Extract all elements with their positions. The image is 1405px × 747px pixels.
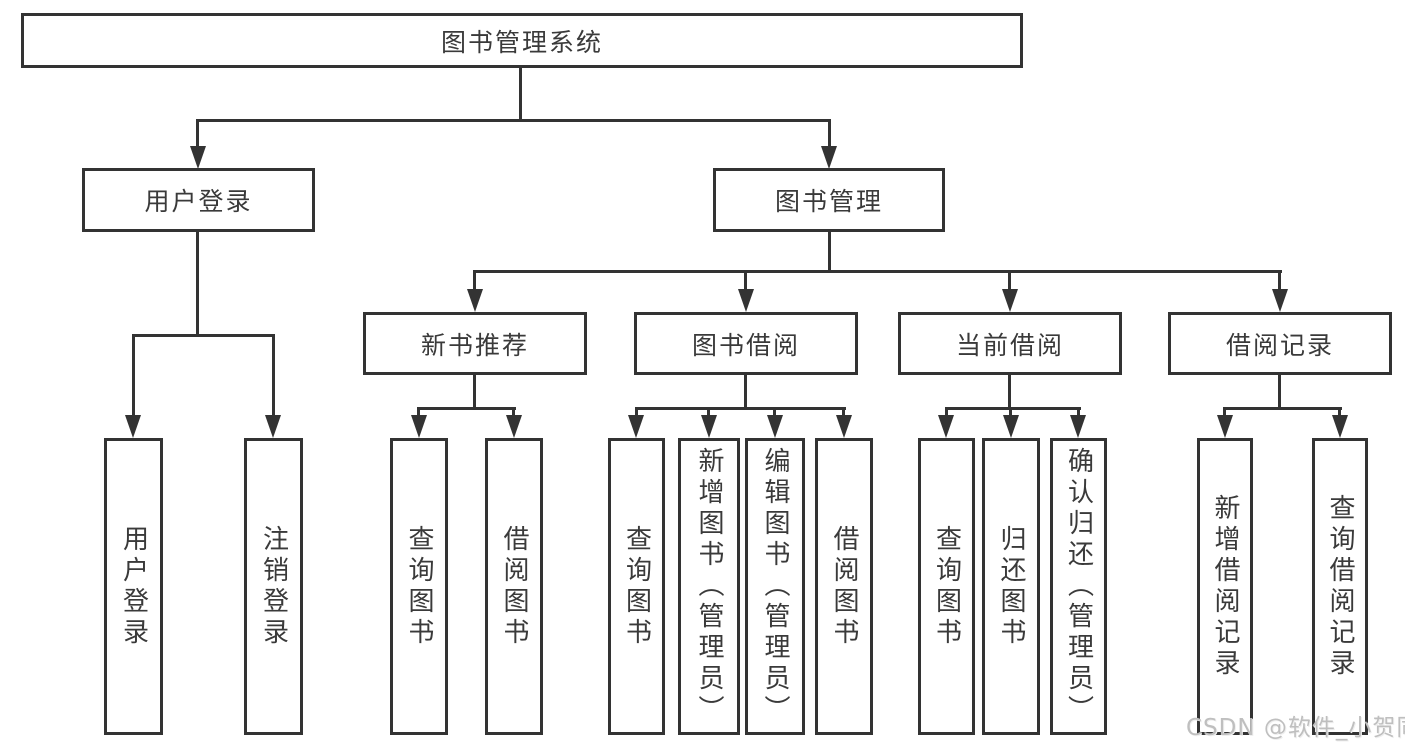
arrowhead-down-icon xyxy=(701,415,717,438)
leaf-borrow-books: 借阅图书 xyxy=(815,438,873,735)
leaf-label: 查询图书 xyxy=(931,524,962,649)
connector-leaf-drop xyxy=(773,407,776,418)
node-user-login: 用户登录 xyxy=(82,168,315,232)
connector-user-login-drop xyxy=(196,119,199,149)
arrowhead-down-icon xyxy=(1217,415,1233,438)
connector-l3-drop xyxy=(1008,270,1011,292)
node-current-borrow: 当前借阅 xyxy=(898,312,1122,375)
node-borrow-records-label: 借阅记录 xyxy=(1225,330,1334,360)
leaf-add-books-admin: 新增图书（管理员） xyxy=(678,438,740,735)
arrowhead-down-icon xyxy=(1332,415,1348,438)
leaf-label: 归还图书 xyxy=(996,524,1026,649)
leaf-label: 编辑图书（管理员） xyxy=(760,447,790,726)
connector-rail xyxy=(635,407,846,410)
arrowhead-down-icon xyxy=(767,415,783,438)
arrowhead-down-icon xyxy=(506,415,522,438)
node-new-book-recommend: 新书推荐 xyxy=(363,312,587,375)
leaf-query-books-recommend: 查询图书 xyxy=(390,438,448,735)
connector-stem xyxy=(744,375,747,410)
connector-l3-drop xyxy=(1278,270,1281,292)
connector-leaf-drop xyxy=(1077,407,1080,418)
leaf-label: 注销登录 xyxy=(258,524,289,649)
leaf-query-books-borrow: 查询图书 xyxy=(608,438,665,735)
leaf-label: 借阅图书 xyxy=(499,524,529,649)
leaf-label: 用户登录 xyxy=(118,524,149,649)
arrowhead-down-icon xyxy=(411,415,427,438)
connector-book-mgmt-stem xyxy=(828,232,831,272)
arrowhead-down-icon xyxy=(938,415,954,438)
leaf-query-borrow-record: 查询借阅记录 xyxy=(1312,438,1368,735)
connector-rail xyxy=(945,407,1081,410)
arrowhead-down-icon xyxy=(265,415,281,438)
arrowhead-down-icon xyxy=(1003,415,1019,438)
connector-leaf-drop xyxy=(1009,407,1012,418)
leaf-edit-books-admin: 编辑图书（管理员） xyxy=(745,438,805,735)
leaf-confirm-return-admin: 确认归还（管理员） xyxy=(1050,438,1107,735)
connector-leaf-drop xyxy=(417,407,420,418)
leaf-borrow-books-recommend: 借阅图书 xyxy=(485,438,543,735)
leaf-add-borrow-record: 新增借阅记录 xyxy=(1197,438,1253,735)
leaf-label: 确认归还（管理员） xyxy=(1063,447,1094,726)
node-book-management: 图书管理 xyxy=(713,168,945,232)
node-book-borrow-label: 图书借阅 xyxy=(691,330,800,360)
node-root-label: 图书管理系统 xyxy=(440,27,603,57)
node-root: 图书管理系统 xyxy=(21,13,1023,68)
arrowhead-down-icon xyxy=(1002,289,1018,312)
leaf-user-login: 用户登录 xyxy=(104,438,163,735)
connector-l3-drop xyxy=(744,270,747,292)
leaf-label: 新增图书（管理员） xyxy=(694,447,724,726)
arrowhead-down-icon xyxy=(1070,415,1086,438)
leaf-logout: 注销登录 xyxy=(244,438,303,735)
connector-leaf-drop xyxy=(945,407,948,418)
connector-leaf-drop xyxy=(1338,407,1341,418)
connector-leaf-drop xyxy=(707,407,710,418)
node-borrow-records: 借阅记录 xyxy=(1168,312,1392,375)
connector-leaf-drop xyxy=(512,407,515,418)
node-book-borrow: 图书借阅 xyxy=(634,312,858,375)
leaf-return-books: 归还图书 xyxy=(982,438,1040,735)
arrowhead-down-icon xyxy=(190,146,206,169)
node-book-management-label: 图书管理 xyxy=(774,187,883,216)
connector-leaf-drop xyxy=(272,334,275,418)
leaf-label: 借阅图书 xyxy=(829,524,859,649)
connector-root-stem xyxy=(519,66,522,122)
connector-stem xyxy=(473,375,476,410)
leaf-label: 新增借阅记录 xyxy=(1210,493,1240,680)
node-new-book-recommend-label: 新书推荐 xyxy=(420,330,529,360)
leaf-label: 查询借阅记录 xyxy=(1325,493,1355,680)
connector-l3-drop xyxy=(473,270,476,292)
arrowhead-down-icon xyxy=(467,289,483,312)
leaf-query-books-current: 查询图书 xyxy=(918,438,975,735)
arrowhead-down-icon xyxy=(738,289,754,312)
watermark: CSDN @软件_小贺同学 xyxy=(1186,715,1405,741)
arrowhead-down-icon xyxy=(628,415,644,438)
connector-rail xyxy=(417,407,516,410)
connector-leaf-drop xyxy=(842,407,845,418)
connector-user-login-rail xyxy=(132,334,275,337)
connector-user-login-stem xyxy=(196,232,199,336)
arrowhead-down-icon xyxy=(821,146,837,169)
connector-leaf-drop xyxy=(132,334,135,418)
connector-stem xyxy=(1008,375,1011,410)
connector-book-mgmt-drop xyxy=(828,119,831,149)
arrowhead-down-icon xyxy=(836,415,852,438)
leaf-label: 查询图书 xyxy=(621,524,652,649)
connector-level3-rail xyxy=(473,270,1282,273)
arrowhead-down-icon xyxy=(1272,289,1288,312)
node-user-login-label: 用户登录 xyxy=(144,187,253,216)
arrowhead-down-icon xyxy=(125,415,141,438)
connector-leaf-drop xyxy=(635,407,638,418)
connector-leaf-drop xyxy=(1223,407,1226,418)
connector-stem xyxy=(1278,375,1281,410)
connector-level2-rail xyxy=(196,119,831,122)
connector-rail xyxy=(1223,407,1342,410)
node-current-borrow-label: 当前借阅 xyxy=(955,330,1064,360)
leaf-label: 查询图书 xyxy=(404,524,434,649)
